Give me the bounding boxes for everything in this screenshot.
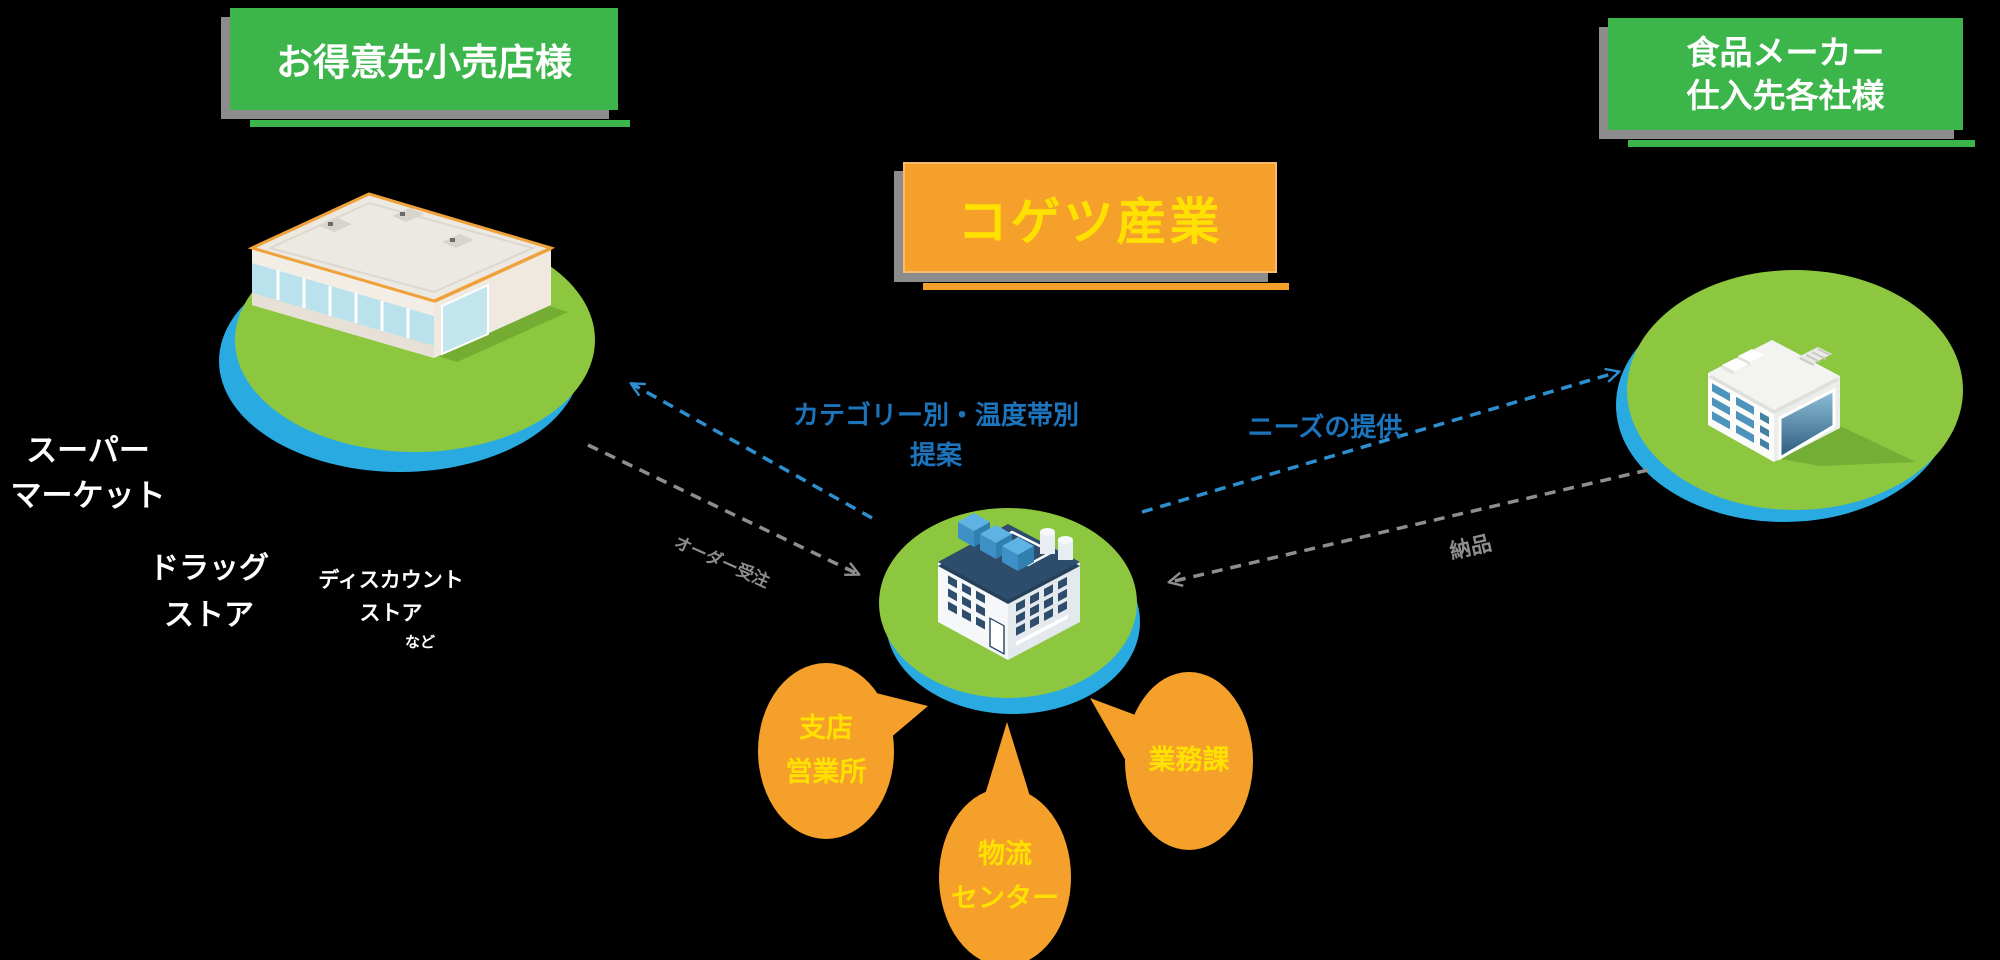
company-title: コゲツ産業 bbox=[957, 193, 1223, 250]
logistics-bubble-tail bbox=[981, 722, 1033, 808]
box-background bbox=[903, 162, 1277, 273]
customers-label: お得意先小売店様 bbox=[276, 42, 572, 83]
customers-label-box: お得意先小売店様 bbox=[221, 8, 630, 127]
rooftop-units-icon bbox=[958, 513, 1034, 571]
drugstore-label: ドラッグ ストア bbox=[149, 552, 269, 632]
factory-right-windows bbox=[1016, 576, 1068, 646]
logistics-center-bubble: 物流 センター bbox=[939, 788, 1071, 960]
proposal-arrow bbox=[632, 384, 873, 520]
factory-left-windows bbox=[948, 575, 1005, 655]
box-underline bbox=[923, 283, 1289, 290]
supermarket-label: スーパー マーケット bbox=[10, 433, 166, 513]
roof-vent-icon bbox=[320, 208, 474, 248]
suppliers-label: 食品メーカー 仕入先各社様 bbox=[1686, 34, 1885, 114]
box-underline bbox=[1628, 140, 1975, 147]
order-arrow bbox=[587, 443, 858, 574]
proposal-flow-label: カテゴリー別・温度帯別 提案 bbox=[792, 400, 1079, 470]
box-background bbox=[230, 8, 618, 110]
discount-store-label: ディスカウント ストア bbox=[318, 569, 464, 625]
suppliers-label-box: 食品メーカー 仕入先各社様 bbox=[1599, 18, 1975, 147]
supply-arrow bbox=[1170, 468, 1649, 582]
office-building-icon bbox=[1708, 340, 1916, 466]
factory-building-icon bbox=[938, 513, 1080, 660]
supermarket-building-icon bbox=[247, 192, 568, 362]
rooftop-tanks-icon bbox=[1040, 528, 1073, 560]
box-background bbox=[1608, 18, 1963, 130]
roof-boxes-icon bbox=[1722, 347, 1832, 375]
box-underline bbox=[250, 120, 630, 127]
needs-arrow bbox=[1141, 372, 1618, 514]
branch-office-bubble: 支店 営業所 bbox=[758, 663, 894, 839]
company-title-box: コゲツ産業 bbox=[894, 162, 1289, 290]
office-left-windows bbox=[1712, 383, 1769, 451]
needs-flow-label: ニーズの提供 bbox=[1247, 412, 1403, 442]
operations-section-bubble: 業務課 bbox=[1125, 672, 1253, 850]
etc-label: など bbox=[404, 634, 435, 651]
